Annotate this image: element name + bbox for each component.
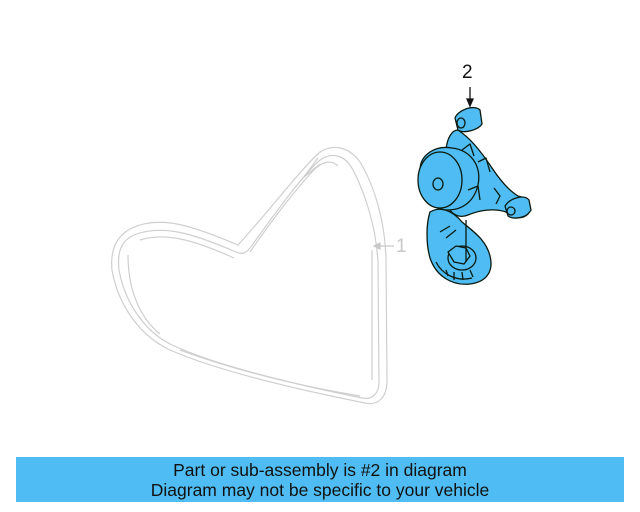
belt-drawing <box>111 146 388 405</box>
callout-2-label: 2 <box>462 62 473 83</box>
banner-line-disclaimer: Diagram may not be specific to your vehi… <box>150 480 490 500</box>
callout-1-arrow <box>372 242 394 250</box>
parts-diagram <box>111 87 532 405</box>
info-banner: Part or sub-assembly is #2 in diagram Di… <box>16 457 624 502</box>
callout-2-arrow <box>466 87 474 108</box>
banner-line-part: Part or sub-assembly is #2 in diagram <box>173 460 467 480</box>
tensioner-drawing <box>417 106 532 285</box>
callout-1-label: 1 <box>396 236 407 257</box>
